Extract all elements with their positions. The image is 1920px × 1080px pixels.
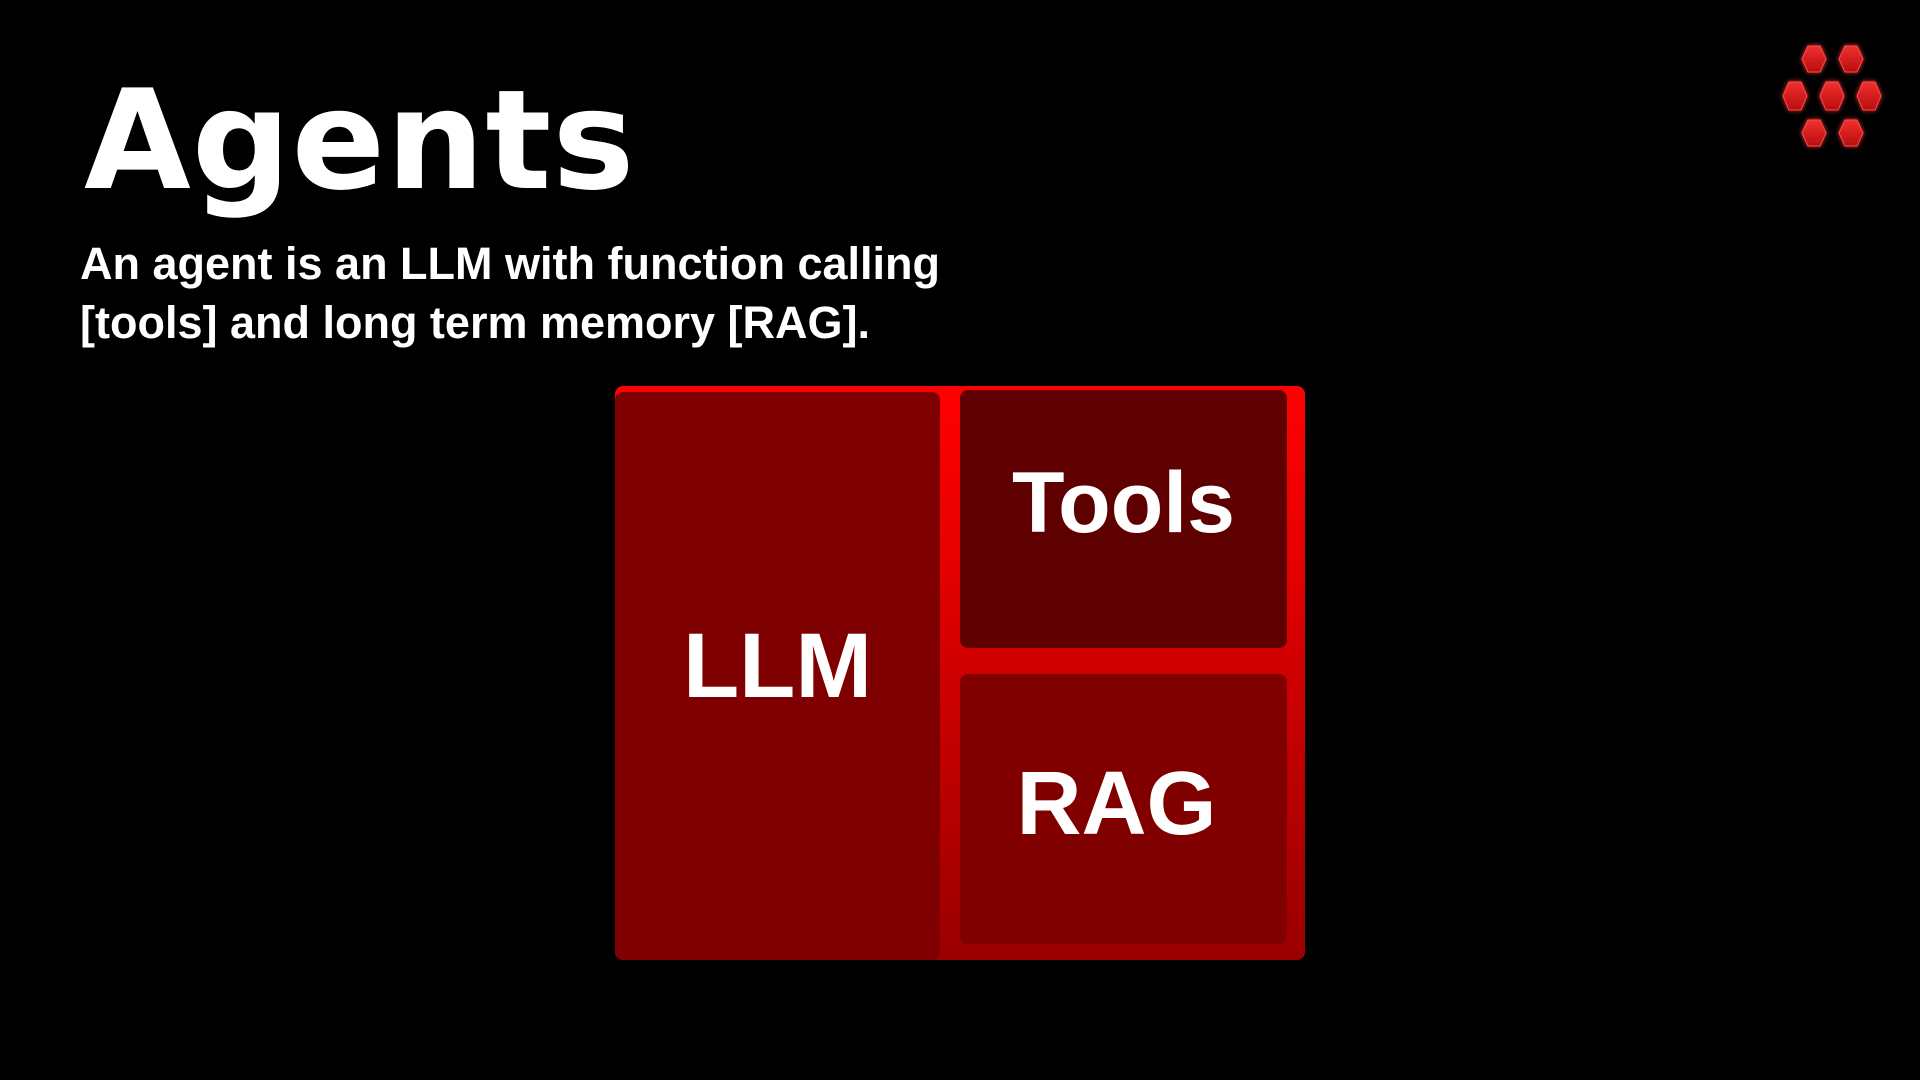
llm-block: LLM [615, 392, 940, 960]
tools-block: Tools [960, 390, 1287, 648]
logo-hex-top-right [1838, 45, 1864, 73]
tools-label: Tools [1012, 454, 1235, 551]
logo-hex-mid-left [1782, 81, 1808, 111]
logo-hex-bottom-left [1801, 119, 1827, 147]
subtitle-line-2: [tools] and long term memory [RAG]. [80, 297, 871, 348]
subtitle-line-1: An agent is an LLM with function calling [80, 238, 940, 289]
llm-label: LLM [682, 614, 873, 717]
logo-hex-mid-center [1819, 81, 1845, 111]
slide-subtitle: An agent is an LLM with function calling… [80, 234, 1080, 352]
logo-hex-bottom-right [1838, 119, 1864, 147]
logo-hex-mid-right [1856, 81, 1882, 111]
rag-block: RAG [960, 674, 1287, 944]
agent-diagram: LLM Tools RAG [615, 386, 1305, 960]
slide-title: Agents [84, 60, 636, 221]
rag-label: RAG [1016, 753, 1217, 854]
logo-hex-top-left [1801, 45, 1827, 73]
hexagon-cluster-logo-icon [1782, 45, 1882, 147]
